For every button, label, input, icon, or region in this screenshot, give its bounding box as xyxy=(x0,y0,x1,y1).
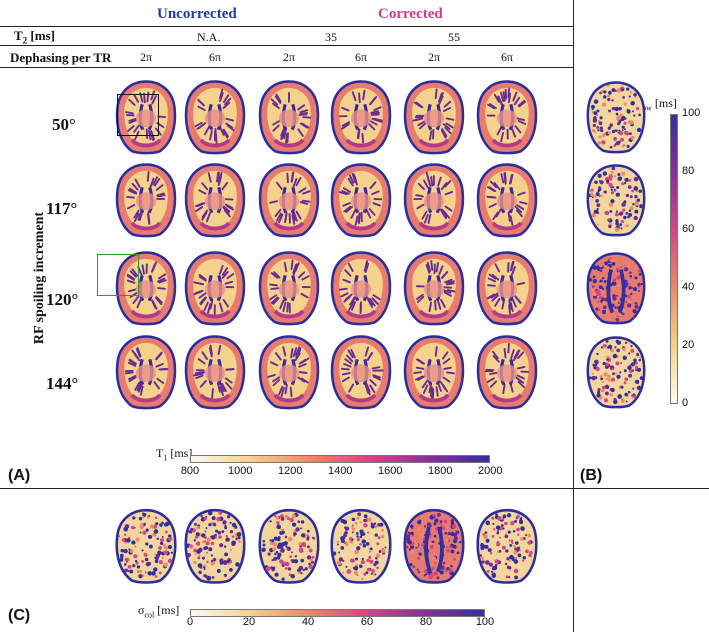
t1-map-r2-c0 xyxy=(115,251,177,326)
dephasing-label: Dephasing per TR xyxy=(10,50,112,65)
t1-map-r2-c3 xyxy=(330,251,392,326)
row-tick-1: 80 xyxy=(682,165,695,177)
dephasing-value-1: 6π xyxy=(209,50,222,64)
sigma-col-map-3 xyxy=(330,508,392,584)
col-tick-0: 0 xyxy=(186,616,194,628)
sigma-col-map-5 xyxy=(476,508,538,584)
t1-map-r2-c1 xyxy=(184,251,246,326)
t1-map-r1-c0 xyxy=(115,163,177,238)
sigma-row-map-3 xyxy=(586,336,646,409)
col-colorbar xyxy=(190,609,485,617)
col-tick-4: 80 xyxy=(419,616,433,628)
t1-map-r3-c0 xyxy=(115,335,177,410)
t1-tick-4: 1600 xyxy=(378,465,403,477)
header-line-2 xyxy=(0,45,573,46)
t1-tick-2: 1200 xyxy=(278,465,303,477)
row-tick-3: 40 xyxy=(682,281,695,293)
header-line-1 xyxy=(0,26,573,27)
row-tick-4: 20 xyxy=(682,339,695,351)
t2-value-35: 35 xyxy=(325,30,337,44)
row-tick-0: 100 xyxy=(682,107,701,119)
t1-colorbar-label: T1 [ms] xyxy=(156,446,193,463)
t1-tick-5: 1800 xyxy=(428,465,453,477)
row-label-120: 120° xyxy=(46,290,79,309)
t1-map-r0-c2 xyxy=(258,80,320,155)
sigma-col-map-1 xyxy=(184,508,246,584)
t1-map-r0-c1 xyxy=(184,80,246,155)
separator-vertical xyxy=(573,0,574,632)
sigma-col-map-4 xyxy=(403,508,465,584)
col-colorbar-label: σcol [ms] xyxy=(138,603,180,620)
sigma-col-map-2 xyxy=(258,508,320,584)
t1-map-r1-c3 xyxy=(330,163,392,238)
sigma-row-map-2 xyxy=(586,252,646,325)
t1-map-r3-c4 xyxy=(403,335,465,410)
dephasing-value-5: 6π xyxy=(501,50,514,64)
t1-map-r2-c4 xyxy=(403,251,465,326)
t2-label: T2 [ms] xyxy=(14,28,55,46)
t1-map-r0-c5 xyxy=(476,80,538,155)
t1-tick-6: 2000 xyxy=(478,465,503,477)
dephasing-value-4: 2π xyxy=(428,50,441,64)
sigma-row-map-1 xyxy=(586,164,646,237)
t1-map-r0-c4 xyxy=(403,80,465,155)
t1-map-r1-c2 xyxy=(258,163,320,238)
row-colorbar xyxy=(670,114,678,404)
t1-map-r3-c2 xyxy=(258,335,320,410)
row-label-50: 50° xyxy=(52,115,76,134)
t1-map-r3-c5 xyxy=(476,335,538,410)
row-label-144: 144° xyxy=(46,374,79,393)
t2-value-55: 55 xyxy=(448,30,460,44)
sigma-row-map-0 xyxy=(586,81,646,154)
separator-horizontal xyxy=(0,488,709,489)
col-tick-5: 100 xyxy=(475,616,495,628)
panel-label-a: (A) xyxy=(8,467,31,484)
roi-box-green xyxy=(97,254,139,296)
t2-value-na: N.A. xyxy=(197,30,221,44)
group-corrected: Corrected xyxy=(378,6,443,22)
row-tick-5: 0 xyxy=(682,397,689,409)
sigma-col-map-0 xyxy=(115,508,177,584)
row-tick-2: 60 xyxy=(682,223,695,235)
t1-tick-1: 1000 xyxy=(228,465,253,477)
t1-colorbar xyxy=(190,455,490,463)
t1-map-r1-c5 xyxy=(476,163,538,238)
col-tick-3: 60 xyxy=(360,616,374,628)
dephasing-value-0: 2π xyxy=(140,50,153,64)
dephasing-value-2: 2π xyxy=(283,50,296,64)
col-tick-2: 40 xyxy=(301,616,315,628)
t1-tick-0: 800 xyxy=(180,465,200,477)
t1-map-r1-c1 xyxy=(184,163,246,238)
t1-tick-3: 1400 xyxy=(328,465,353,477)
t1-map-r0-c3 xyxy=(330,80,392,155)
dephasing-value-3: 6π xyxy=(355,50,368,64)
row-label-117: 117° xyxy=(46,199,78,218)
roi-box-black xyxy=(117,94,159,136)
t1-map-r1-c4 xyxy=(403,163,465,238)
t1-map-r2-c5 xyxy=(476,251,538,326)
t1-map-r2-c2 xyxy=(258,251,320,326)
group-uncorrected: Uncorrected xyxy=(157,6,237,22)
col-tick-1: 20 xyxy=(242,616,256,628)
panel-label-b: (B) xyxy=(580,467,603,484)
panel-label-c: (C) xyxy=(8,607,31,624)
header-line-3 xyxy=(0,67,573,68)
t1-map-r3-c1 xyxy=(184,335,246,410)
t1-map-r3-c3 xyxy=(330,335,392,410)
